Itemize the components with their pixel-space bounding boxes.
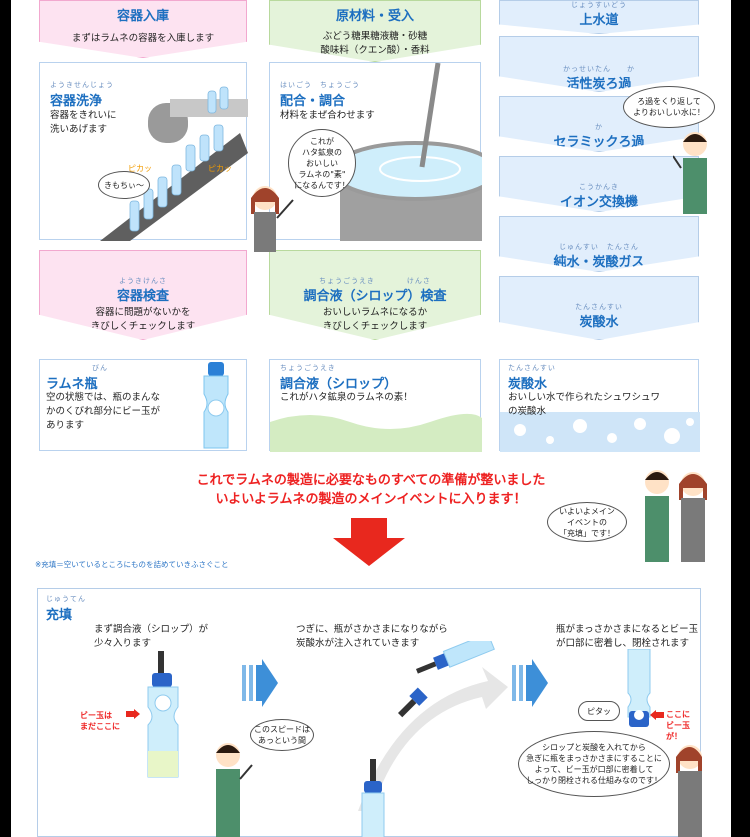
- speed-speech-bubble: このスピードはあっという間: [250, 719, 314, 751]
- syrup-inspection-box: ちょうごうえき けんさ 調合液（シロップ）検査 おいしいラムネになるか きびしく…: [269, 250, 481, 340]
- syrup-inspect-text-2: きびしくチェックします: [322, 321, 428, 332]
- water-step-1: じょうすいどう 上水道: [499, 0, 699, 34]
- raw-materials-text-1: ぶどう糖果糖液糖・砂糖: [322, 31, 428, 42]
- filling-step-1-text: まず調合液（シロップ）が少々入ります: [94, 624, 209, 649]
- pitat-speech-bubble: ピタッ: [578, 701, 620, 721]
- raw-materials-text-2: 酸味料（クエン酸）・香料: [320, 45, 430, 56]
- water-step-5: じゅんすい たんさん 純水・炭酸ガス: [499, 216, 699, 272]
- guide-man-figure: [673, 132, 707, 214]
- bubbles-illustration: [500, 412, 700, 452]
- mixing-card: はいごう ちょうごう 配合・調合 材料をまぜ合わせます これがハタ鉱泉の おいし…: [269, 62, 482, 241]
- svg-text:ピカッ: ピカッ: [208, 164, 232, 173]
- container-receiving-title: 容器入庫: [116, 9, 169, 24]
- container-receiving-text: まずはラムネの容器を入庫します: [71, 33, 215, 44]
- blue-chevron-arrow-1-icon: [242, 659, 278, 707]
- syrup-inspect-title: 調合液（シロップ）検査: [303, 289, 447, 304]
- bottle-text-1: 空の状態では、瓶のまんな: [46, 392, 161, 403]
- filling-ruby: じゅうてん: [46, 595, 86, 603]
- svg-text:ピカッ: ピカッ: [128, 164, 152, 173]
- red-left-arrow-icon: [650, 710, 664, 720]
- raw-materials-box: 原材料・受入 ぶどう糖果糖液糖・砂糖 酸味料（クエン酸）・香料: [269, 0, 481, 62]
- filling-section: じゅうてん 充填 まず調合液（シロップ）が少々入ります つぎに、瓶がさかさまにな…: [37, 588, 702, 837]
- inspect-ruby: ようきけんさ: [119, 277, 167, 285]
- bottle-title: ラムネ瓶: [46, 377, 98, 392]
- container-wash-card: ようきせんじょう 容器洗浄 容器をきれいに 洗いあげます ピカッ ピカッ きもち…: [39, 62, 248, 241]
- water-step-6: たんさんすい 炭酸水: [499, 276, 699, 340]
- washing-machine-illustration: ピカッ ピカッ: [100, 86, 248, 241]
- mix-title: 配合・調合: [280, 94, 346, 109]
- syrup-title: 調合液（シロップ）: [280, 377, 398, 392]
- syrup-inspect-text-1: おいしいラムネになるか: [322, 307, 428, 318]
- inspect-text-2: きびしくチェックします: [90, 321, 196, 332]
- water-step-4: こうかんき イオン交換機: [499, 156, 699, 212]
- container-receiving-box: 容器入庫 まずはラムネの容器を入庫します: [39, 0, 247, 58]
- container-inspection-box: ようきけんさ 容器検査 容器に問題がないかを きびしくチェックします: [39, 250, 247, 340]
- mix-ruby: はいごう ちょうごう: [280, 81, 360, 89]
- water-step-2: かっせいたん か 活性炭ろ過: [499, 36, 699, 92]
- ramune-bottle-icon: [203, 362, 229, 449]
- bottle-text-2: かのくびれ部分にビー玉が: [46, 406, 161, 417]
- mix-text: 材料をまぜ合わせます: [280, 110, 375, 121]
- mix-speech-bubble: これがハタ鉱泉の おいしいラムネの"素" になるんです！: [288, 129, 356, 197]
- filling-guide-woman-figure: [676, 745, 702, 837]
- water-text-2: の炭酸水: [508, 406, 547, 417]
- filling-step-3-text: 瓶がまっさかさまになるとビー玉が口部に密着し、閉栓されます: [556, 624, 699, 649]
- event-speech-bubble: いよいよメインイベントの「充填」です！: [547, 502, 627, 542]
- red-right-arrow-icon: [126, 709, 140, 719]
- wash-text-2: 洗いあげます: [50, 124, 108, 135]
- water-ruby: たんさんすい: [508, 364, 556, 372]
- inspect-text-1: 容器に問題がないかを: [95, 307, 191, 318]
- syrup-inspect-ruby: ちょうごうえき けんさ: [319, 277, 431, 285]
- explanation-speech-bubble: シロップと炭酸を入れてから急ぎに瓶をまっさかさまにすることに よって、ビー玉が口…: [518, 731, 670, 797]
- two-guides-figure: [645, 470, 707, 562]
- footnote: ※充填＝空いているところにものを詰めていきふさぐこと: [35, 560, 229, 569]
- syrup-wave: [270, 413, 482, 452]
- bottle-ruby: びん: [92, 364, 108, 372]
- filling-step-2-text: つぎに、瓶がさかさまになりながら炭酸水が注入されていきます: [296, 624, 448, 649]
- carbonated-water-card: たんさんすい 炭酸水 おいしい水で作られたシュワシュワ の炭酸水: [499, 359, 700, 452]
- filling-guide-man-figure: [216, 743, 253, 837]
- water-title: 炭酸水: [508, 377, 548, 392]
- wash-text-1: 容器をきれいに: [50, 110, 117, 121]
- ramune-process-page: 容器入庫 まずはラムネの容器を入庫します ようきせんじょう 容器洗浄 容器をきれ…: [11, 0, 731, 837]
- inverted-bottle-illustration: [627, 649, 651, 727]
- main-message-line-1: これでラムネの製造に必要なものすべての準備が整いました: [196, 473, 546, 488]
- wash-title: 容器洗浄: [50, 94, 103, 109]
- ramune-bottle-card: びん ラムネ瓶 空の状態では、瓶のまんな かのくびれ部分にビー玉が あります: [39, 359, 247, 451]
- syrup-ruby: ちょうごうえき: [280, 364, 336, 372]
- mixing-tank-illustration: [331, 63, 482, 241]
- wash-speech-bubble: きもちぃ〜: [98, 171, 150, 199]
- wash-ruby: ようきせんじょう: [50, 81, 114, 89]
- red-down-arrow-icon: [333, 518, 405, 566]
- raw-materials-title: 原材料・受入: [335, 9, 414, 24]
- bottle-text-3: あります: [46, 420, 85, 431]
- inspect-title: 容器検査: [116, 289, 169, 304]
- filling-title: 充填: [46, 608, 73, 623]
- rotating-bottles-illustration: [358, 641, 508, 837]
- guide-woman-figure: [251, 186, 294, 252]
- marble-position-label-right: ここにビー玉が！: [666, 710, 690, 741]
- main-message-line-2: いよいよラムネの製造のメインイベントに入ります！: [215, 492, 527, 507]
- filling-bottle-1: [147, 651, 179, 778]
- syrup-text: これがハタ鉱泉のラムネの素！: [280, 392, 413, 403]
- filtration-speech-bubble: ろ過をくり返してよりおいしい水に！: [623, 86, 715, 128]
- blue-chevron-arrow-2-icon: [512, 659, 548, 707]
- marble-position-label-left: ビー玉はまだここに: [80, 711, 120, 731]
- syrup-card: ちょうごうえき 調合液（シロップ） これがハタ鉱泉のラムネの素！: [269, 359, 482, 452]
- water-text-1: おいしい水で作られたシュワシュワ: [508, 392, 661, 403]
- main-message: これでラムネの製造に必要なものすべての準備が整いました いよいよラムネの製造のメ…: [161, 471, 581, 509]
